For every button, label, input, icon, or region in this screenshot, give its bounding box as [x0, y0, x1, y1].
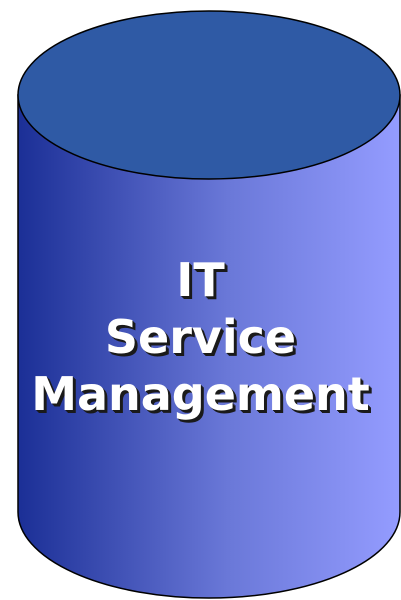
cylinder-top — [17, 10, 401, 180]
cylinder-label: IT Service Management — [0, 252, 401, 423]
cylinder-body — [17, 94, 401, 599]
label-line-management: Management — [31, 367, 370, 421]
label-line-it: IT — [176, 253, 225, 307]
label-line-service: Service — [104, 310, 297, 364]
